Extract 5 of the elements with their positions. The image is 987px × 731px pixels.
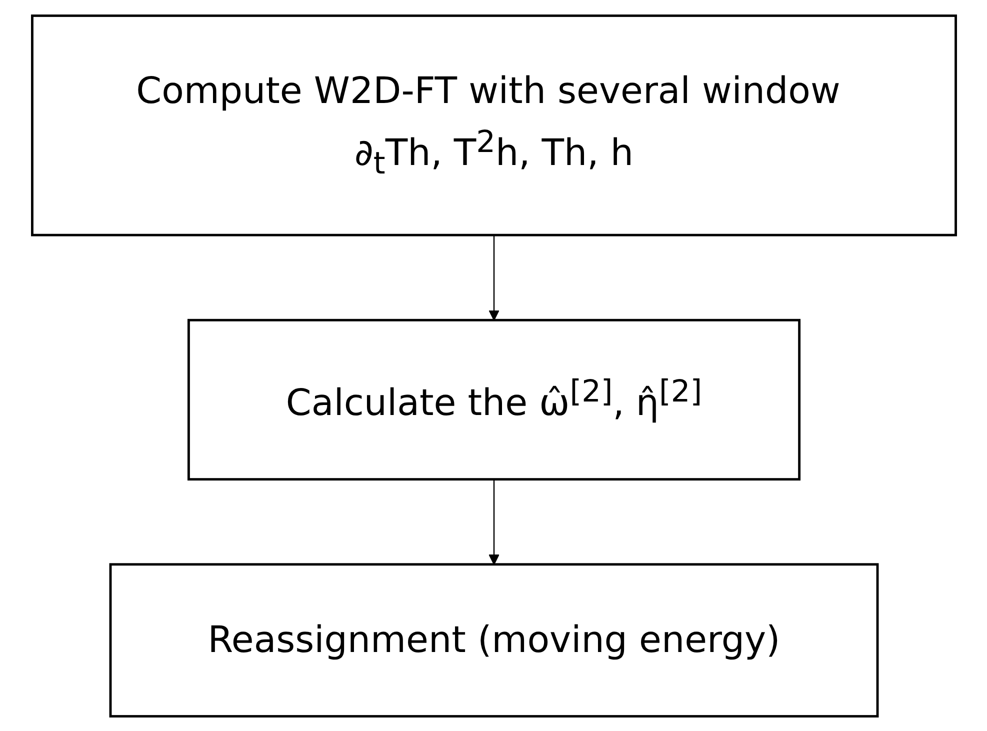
node-box: Reassignment (moving energy) [108,562,878,717]
node-box: Compute W2D-FT with several window ∂$_{t}$Th, T$^{2}$h, Th, h [30,14,956,236]
arrow [488,478,499,564]
node-box: Calculate the ω̂$^{[2]}$, η̂$^{[2]}$ [186,318,800,480]
arrow [488,234,499,320]
